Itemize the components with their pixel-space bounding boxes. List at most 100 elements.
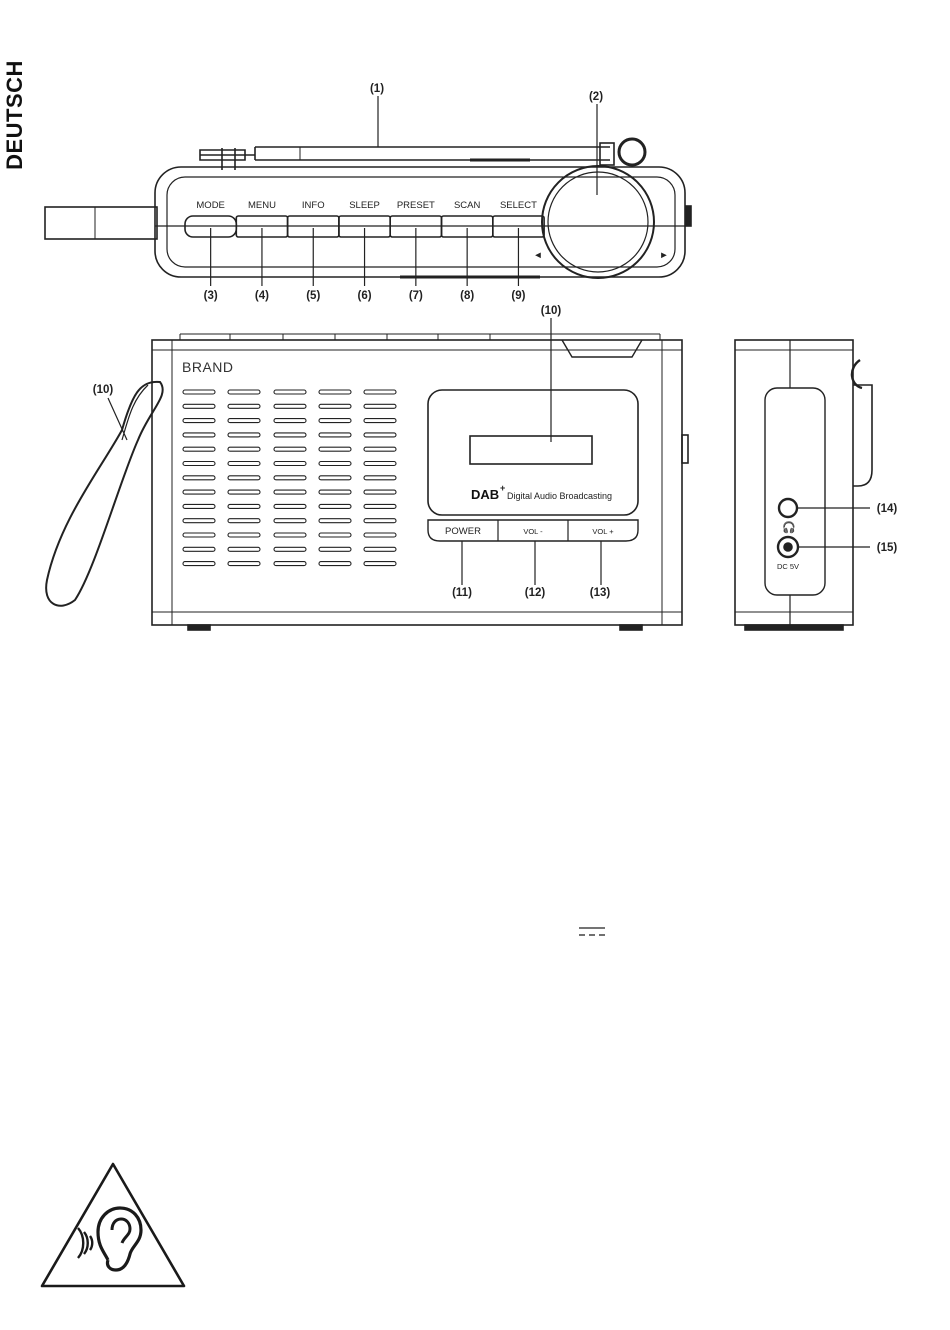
grille-slot xyxy=(228,490,260,494)
grille-slot xyxy=(319,419,351,423)
grille-slot xyxy=(274,504,306,508)
grille-slot xyxy=(183,476,215,480)
front-view xyxy=(46,334,688,630)
top-button-label: MENU xyxy=(248,200,276,211)
grille-slot xyxy=(183,519,215,523)
grille-slot xyxy=(228,519,260,523)
grille-slot xyxy=(183,447,215,451)
grille-slot xyxy=(364,390,396,394)
vol-down-callout: (12) xyxy=(525,587,546,599)
grille-slot xyxy=(319,547,351,551)
grille-slot xyxy=(364,547,396,551)
dc-current-icon xyxy=(577,925,607,939)
side-handle xyxy=(45,207,157,239)
top-button-row: MODE(3)MENU(4)INFO(5)SLEEP(6)PRESET(7)SC… xyxy=(185,200,544,302)
grille-slot xyxy=(274,419,306,423)
headphone-callout: (14) xyxy=(877,503,898,515)
grille-slot xyxy=(274,390,306,394)
grille-slot xyxy=(228,433,260,437)
telescopic-antenna xyxy=(200,139,645,170)
grille-slot xyxy=(364,533,396,537)
grille-slot xyxy=(183,433,215,437)
grille-slot xyxy=(183,533,215,537)
grille-slot xyxy=(228,533,260,537)
grille-slot xyxy=(183,504,215,508)
grille-slot xyxy=(364,562,396,566)
grille-slot xyxy=(183,562,215,566)
headphone-icon: 🎧 xyxy=(782,521,796,534)
top-button-label: MODE xyxy=(196,200,225,211)
grille-slot xyxy=(274,404,306,408)
grille-slot xyxy=(228,390,260,394)
grille-slot xyxy=(274,519,306,523)
knob-left-arrow-icon: ◄ xyxy=(533,250,542,261)
side-body xyxy=(735,340,853,625)
grille-slot xyxy=(228,462,260,466)
grille-slot xyxy=(274,462,306,466)
top-button-callout: (4) xyxy=(255,290,269,302)
grille-slot xyxy=(274,533,306,537)
grille-slot xyxy=(183,390,215,394)
vol-up-button[interactable]: VOL + xyxy=(592,527,614,536)
strap-callout: (10) xyxy=(93,384,114,396)
top-button-callout: (6) xyxy=(358,290,372,302)
dab-logo: DAB + Digital Audio Broadcasting xyxy=(471,483,612,502)
svg-text:+: + xyxy=(500,483,505,493)
antenna-callout: (1) xyxy=(370,83,384,95)
grille-slot xyxy=(364,404,396,408)
grille-slot xyxy=(364,476,396,480)
grille-slot xyxy=(319,404,351,408)
grille-slot xyxy=(228,547,260,551)
dc-label: DC 5V xyxy=(777,562,799,571)
grille-slot xyxy=(319,476,351,480)
grille-slot xyxy=(319,562,351,566)
hearing-warning-icon xyxy=(38,1160,188,1290)
top-button-callout: (7) xyxy=(409,290,423,302)
grille-slot xyxy=(274,433,306,437)
top-button-label: INFO xyxy=(302,200,325,211)
grille-slot xyxy=(364,490,396,494)
grille-slot xyxy=(228,476,260,480)
knob-callout: (2) xyxy=(589,91,603,103)
grille-slot xyxy=(364,504,396,508)
grille-slot xyxy=(183,490,215,494)
grille-slot xyxy=(319,533,351,537)
top-button-callout: (9) xyxy=(511,290,525,302)
top-button-label: PRESET xyxy=(397,200,435,211)
tuning-knob[interactable] xyxy=(542,166,654,278)
power-button[interactable]: POWER xyxy=(445,526,481,537)
brand-label: BRAND xyxy=(182,359,234,375)
grille-slot xyxy=(319,447,351,451)
top-button-callout: (3) xyxy=(204,290,218,302)
headphone-jack[interactable] xyxy=(779,499,797,517)
side-view xyxy=(735,340,872,630)
grille-slot xyxy=(364,462,396,466)
grille-slot xyxy=(183,462,215,466)
lcd-display xyxy=(470,436,592,464)
grille-slot xyxy=(274,447,306,451)
grille-slot xyxy=(274,562,306,566)
vol-up-callout: (13) xyxy=(590,587,611,599)
grille-slot xyxy=(319,433,351,437)
grille-slot xyxy=(274,476,306,480)
svg-text:DAB: DAB xyxy=(471,487,499,502)
grille-slot xyxy=(319,462,351,466)
grille-slot xyxy=(228,504,260,508)
grille-slot xyxy=(364,419,396,423)
grille-slot xyxy=(319,519,351,523)
grille-slot xyxy=(183,547,215,551)
top-button-label: SLEEP xyxy=(349,200,380,211)
grille-slot xyxy=(319,490,351,494)
grille-slot xyxy=(228,419,260,423)
top-button-callout: (5) xyxy=(306,290,320,302)
grille-slot xyxy=(364,519,396,523)
vol-down-button[interactable]: VOL - xyxy=(523,527,543,536)
top-button-label: SELECT xyxy=(500,200,537,211)
speaker-grille xyxy=(183,390,396,566)
front-body xyxy=(152,340,682,625)
radio-diagram: MODE(3)MENU(4)INFO(5)SLEEP(6)PRESET(7)SC… xyxy=(0,0,950,660)
grille-slot xyxy=(274,547,306,551)
grille-slot xyxy=(228,562,260,566)
top-button-callout: (8) xyxy=(460,290,474,302)
top-body xyxy=(155,167,685,277)
